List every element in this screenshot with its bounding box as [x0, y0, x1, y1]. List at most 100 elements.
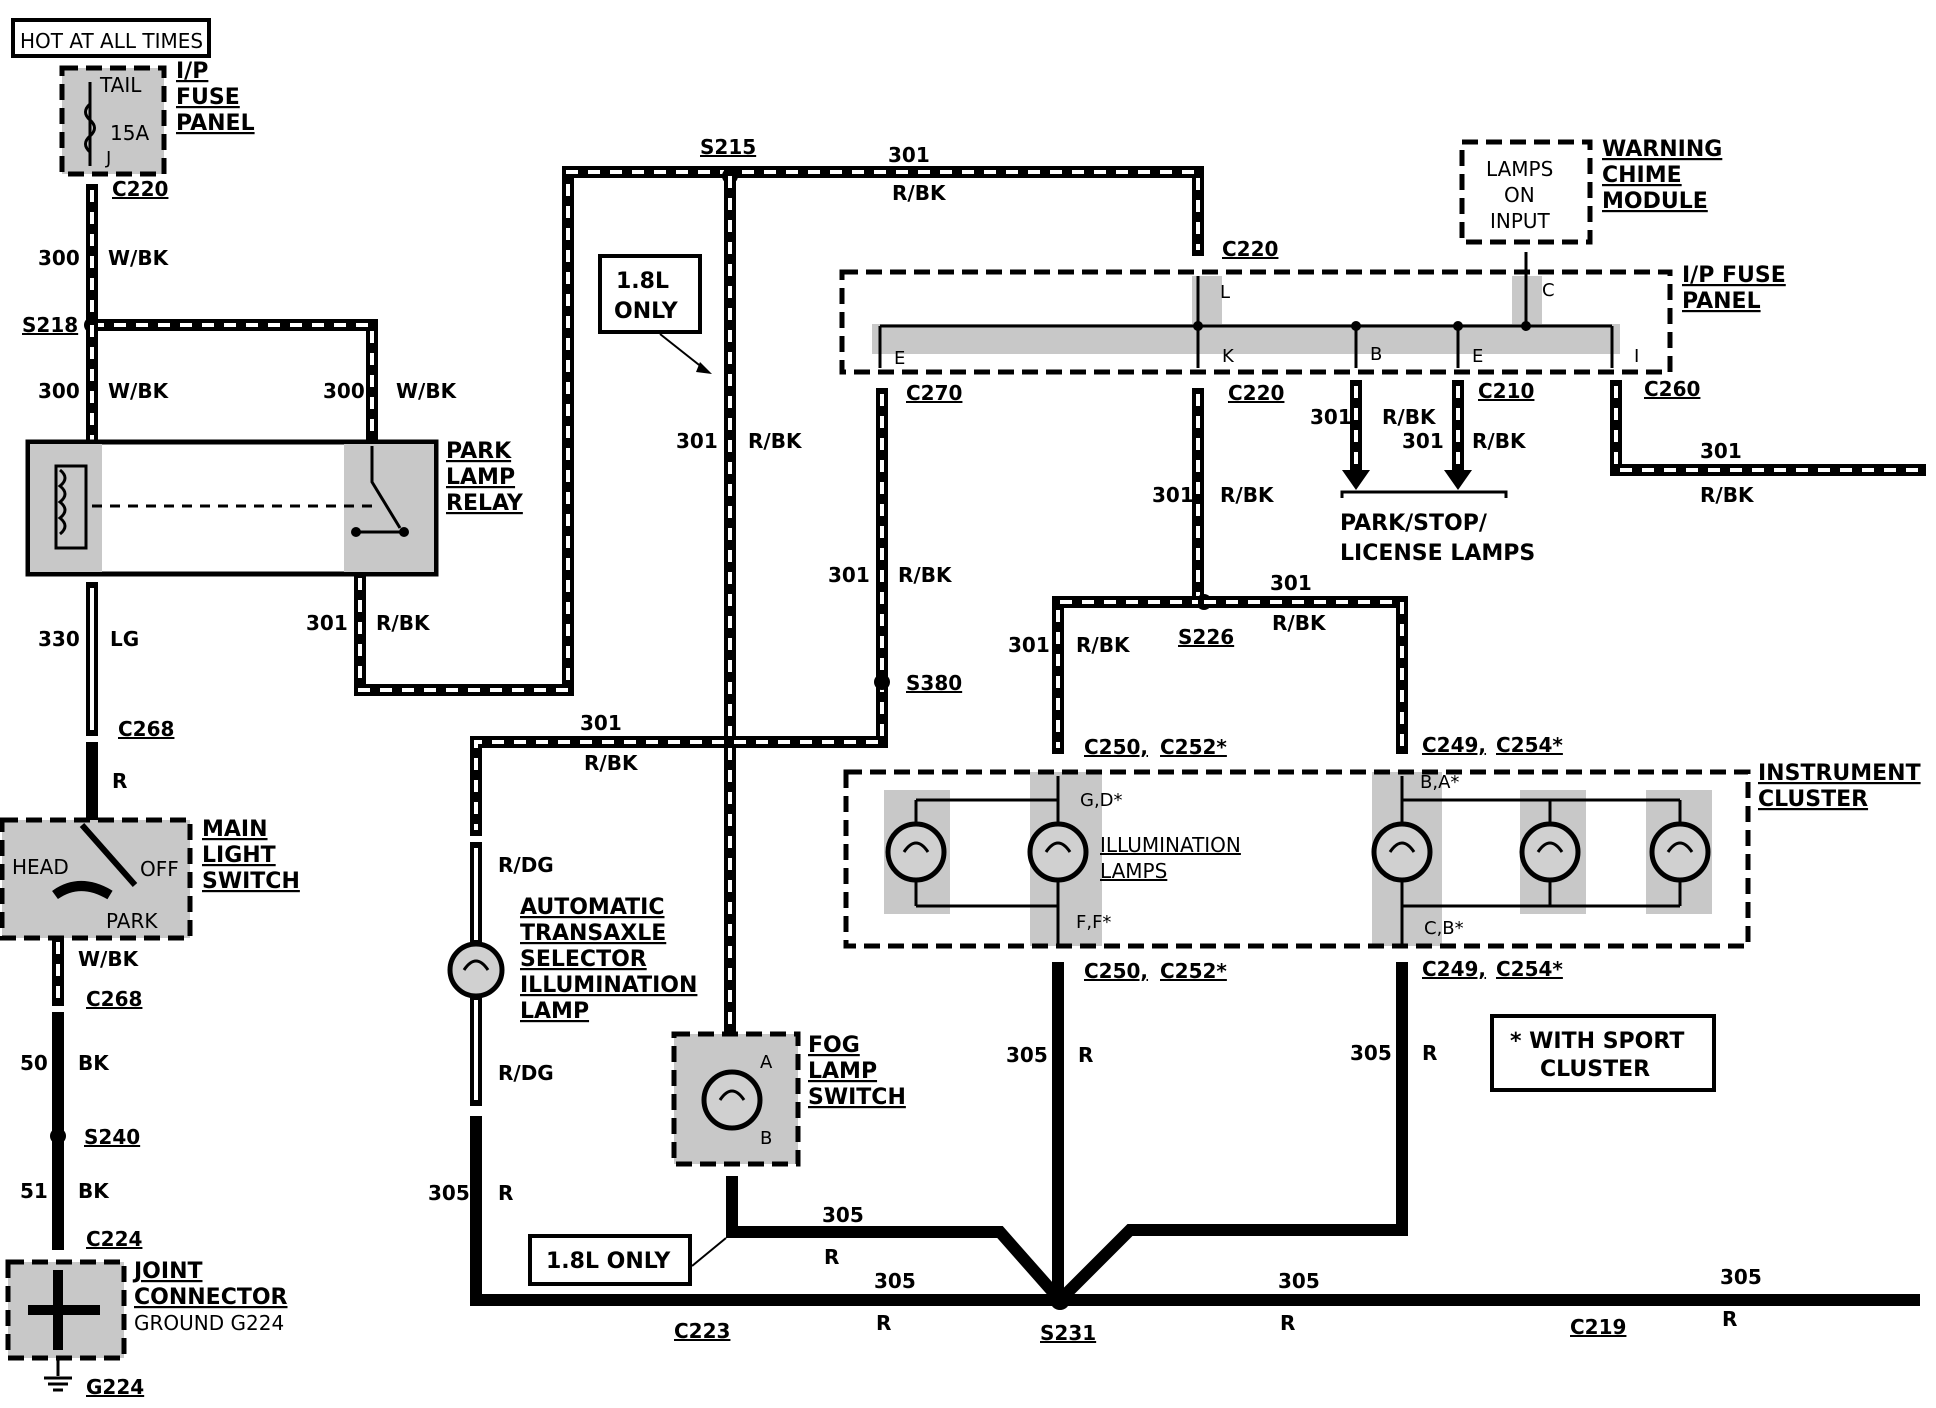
svg-text:OFF: OFF — [140, 857, 179, 881]
svg-text:301: 301 — [1310, 405, 1352, 429]
fuse-panel-top: TAIL 15A J I/P FUSE PANEL — [59, 59, 255, 177]
note-sport-cluster: * WITH SPORT CLUSTER — [1490, 1014, 1716, 1092]
connector-c250-c252-top: C250, C252* — [1084, 735, 1227, 759]
joint-connector: JOINT CONNECTOR GROUND G224 — [5, 1259, 288, 1361]
note-18l-only-a: 1.8L ONLY — [598, 254, 712, 374]
svg-text:ILLUMINATION: ILLUMINATION — [1100, 833, 1241, 857]
svg-text:R: R — [824, 1245, 839, 1269]
svg-text:CLUSTER: CLUSTER — [1758, 787, 1868, 812]
svg-text:INSTRUMENT: INSTRUMENT — [1758, 761, 1921, 786]
svg-text:J: J — [105, 148, 111, 169]
svg-text:300: 300 — [323, 379, 365, 403]
svg-text:R/BK: R/BK — [748, 429, 803, 453]
svg-text:C254*: C254* — [1496, 957, 1563, 981]
svg-text:W/BK: W/BK — [108, 379, 170, 403]
svg-text:1.8L ONLY: 1.8L ONLY — [546, 1249, 671, 1274]
svg-text:TAIL: TAIL — [99, 73, 142, 97]
splice-s240 — [50, 1128, 66, 1144]
wire-305-auto — [470, 1116, 1060, 1306]
svg-text:R/BK: R/BK — [1076, 633, 1131, 657]
svg-text:R/BK: R/BK — [892, 181, 947, 205]
connector-c250-c252-bot: C250, C252* — [1084, 959, 1227, 983]
svg-text:SWITCH: SWITCH — [202, 869, 300, 894]
svg-text:GROUND G224: GROUND G224 — [134, 1311, 284, 1335]
svg-text:PARK: PARK — [106, 909, 158, 933]
auto-transaxle-label: AUTOMATIC TRANSAXLE SELECTOR ILLUMINATIO… — [520, 895, 697, 1024]
park-lamp-relay: PARK LAMP RELAY — [25, 439, 524, 577]
connector-c249-c254-top: C249, C254* — [1422, 733, 1563, 757]
connector-c268-b: C268 — [86, 987, 142, 1011]
svg-text:15A: 15A — [110, 121, 149, 145]
main-light-switch[interactable]: HEAD OFF PARK MAIN LIGHT SWITCH — [0, 817, 300, 941]
wire-305-c249 — [1055, 962, 1408, 1305]
svg-text:R: R — [1422, 1041, 1437, 1065]
svg-text:MAIN: MAIN — [202, 817, 268, 842]
illumination-lamp-icon — [1027, 821, 1089, 883]
hot-at-all-times-label: HOT AT ALL TIMES — [11, 18, 211, 58]
svg-text:R/BK: R/BK — [584, 751, 639, 775]
warning-chime-module: LAMPS ON INPUT WARNING CHIME MODULE — [1459, 137, 1722, 245]
svg-text:CHIME: CHIME — [1602, 163, 1682, 188]
svg-text:R: R — [1280, 1311, 1295, 1335]
svg-text:I: I — [1634, 346, 1639, 367]
fog-lamp-switch[interactable]: A B FOG LAMP SWITCH — [671, 1031, 906, 1167]
svg-text:C250,: C250, — [1084, 959, 1148, 983]
svg-text:C254*: C254* — [1496, 733, 1563, 757]
illumination-lamp-icon — [1649, 821, 1711, 883]
svg-text:E: E — [1472, 346, 1483, 367]
svg-text:I/P: I/P — [176, 59, 208, 84]
svg-text:C249,: C249, — [1422, 733, 1486, 757]
svg-text:301: 301 — [1700, 439, 1742, 463]
svg-text:B,A*: B,A* — [1420, 772, 1459, 793]
svg-text:301: 301 — [676, 429, 718, 453]
svg-text:R/BK: R/BK — [1220, 483, 1275, 507]
svg-text:TRANSAXLE: TRANSAXLE — [520, 921, 666, 946]
svg-text:B: B — [1370, 344, 1382, 365]
svg-text:S218: S218 — [22, 313, 78, 337]
svg-text:B: B — [760, 1128, 772, 1149]
svg-text:R/BK: R/BK — [1382, 405, 1437, 429]
svg-text:LAMP: LAMP — [520, 999, 589, 1024]
svg-text:C252*: C252* — [1160, 735, 1227, 759]
svg-text:300: 300 — [38, 379, 80, 403]
svg-text:FUSE: FUSE — [176, 85, 240, 110]
svg-text:R/BK: R/BK — [1272, 611, 1327, 635]
svg-text:W/BK: W/BK — [396, 379, 458, 403]
svg-text:FOG: FOG — [808, 1033, 860, 1058]
svg-text:51: 51 — [20, 1179, 48, 1203]
svg-text:305: 305 — [428, 1181, 470, 1205]
svg-text:WARNING: WARNING — [1602, 137, 1722, 162]
svg-text:1.8L: 1.8L — [616, 269, 669, 294]
fuse-icon — [84, 102, 96, 154]
svg-text:LIGHT: LIGHT — [202, 843, 276, 868]
illumination-lamp-icon — [1371, 821, 1433, 883]
svg-text:ILLUMINATION: ILLUMINATION — [520, 973, 697, 998]
svg-text:JOINT: JOINT — [132, 1259, 203, 1284]
svg-text:L: L — [1220, 282, 1230, 303]
svg-text:C249,: C249, — [1422, 957, 1486, 981]
instrument-cluster: G,D* F,F* B,A* C,B* ILLUMINATION LAMPS I… — [843, 761, 1921, 949]
svg-text:305: 305 — [822, 1203, 864, 1227]
svg-text:ONLY: ONLY — [614, 299, 679, 324]
svg-text:300: 300 — [38, 246, 80, 270]
svg-text:S226: S226 — [1178, 625, 1234, 649]
svg-text:305: 305 — [874, 1269, 916, 1293]
svg-text:* WITH SPORT: * WITH SPORT — [1510, 1029, 1684, 1054]
svg-text:F,F*: F,F* — [1076, 912, 1111, 933]
svg-text:305: 305 — [1006, 1043, 1048, 1067]
svg-text:301: 301 — [306, 611, 348, 635]
splice-s380 — [874, 674, 890, 690]
svg-text:301: 301 — [1008, 633, 1050, 657]
svg-text:C: C — [1542, 280, 1555, 301]
connector-c220-r1: C220 — [1222, 237, 1278, 261]
svg-text:S231: S231 — [1040, 1321, 1096, 1345]
svg-text:S380: S380 — [906, 671, 962, 695]
svg-text:305: 305 — [1720, 1265, 1762, 1289]
svg-text:R/DG: R/DG — [498, 1061, 554, 1085]
illumination-lamp-icon — [1519, 821, 1581, 883]
svg-text:R/DG: R/DG — [498, 853, 554, 877]
svg-text:301: 301 — [1152, 483, 1194, 507]
svg-text:BK: BK — [78, 1179, 110, 1203]
svg-text:301: 301 — [1402, 429, 1444, 453]
